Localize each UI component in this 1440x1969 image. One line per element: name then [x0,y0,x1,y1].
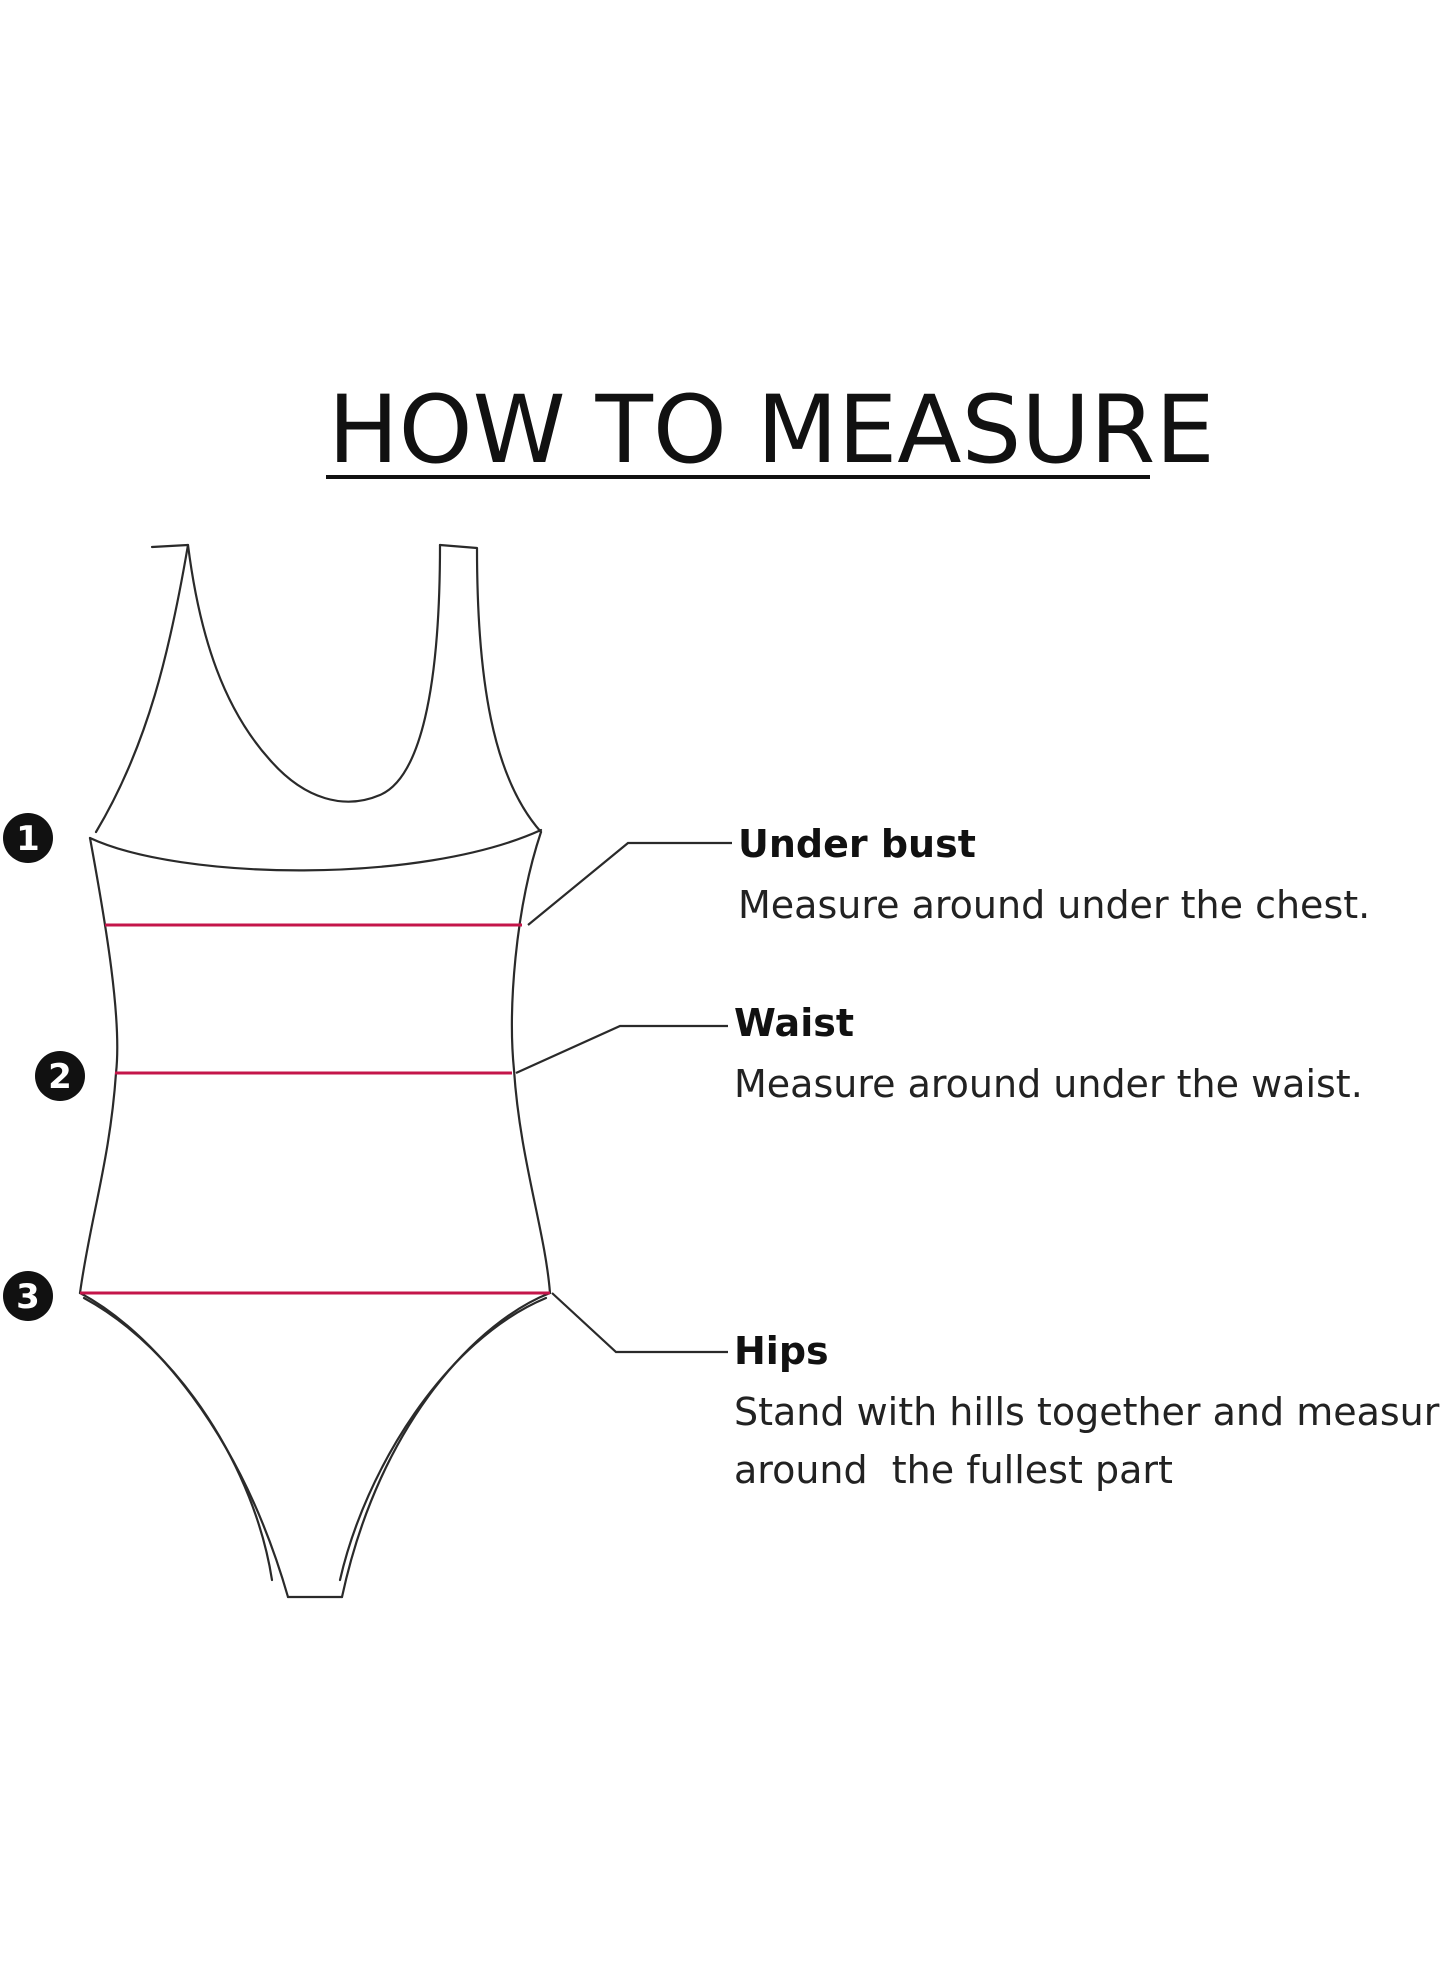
badge-3-number: 3 [16,1277,40,1317]
badge-2: 2 [35,1051,85,1101]
underbust-seam [88,828,543,872]
hips-label: Hips [734,1329,829,1373]
badge-2-circle [35,1051,85,1101]
page-title: HOW TO MEASURE [328,376,1215,485]
left-body-side [78,836,119,1295]
hips-leader [551,1292,728,1354]
badge-1: 1 [3,813,53,863]
right-body-side [510,830,552,1295]
swimsuit-outline [78,543,552,1599]
waist-label: Waist [734,1001,854,1045]
underbust-leader [527,841,732,926]
right-leg-opening [340,1291,552,1599]
hips-description-line-2: around the fullest part [734,1448,1173,1492]
right-leg-inner [338,1296,548,1582]
badge-3: 3 [3,1271,53,1321]
left-leg-inner [82,1296,274,1582]
hips-description-line-1: Stand with hills together and measure [734,1390,1440,1434]
badge-2-number: 2 [48,1057,72,1097]
badge-3-circle [3,1271,53,1321]
underbust-description: Measure around under the chest. [738,883,1370,927]
neckline [186,543,442,803]
badge-1-number: 1 [16,819,40,859]
left-leg-opening [78,1291,290,1599]
right-strap [438,543,543,834]
underbust-label: Under bust [738,822,976,866]
left-strap [94,543,190,834]
badge-1-circle [3,813,53,863]
waist-description: Measure around under the waist. [734,1062,1363,1106]
waist-leader [515,1024,728,1075]
